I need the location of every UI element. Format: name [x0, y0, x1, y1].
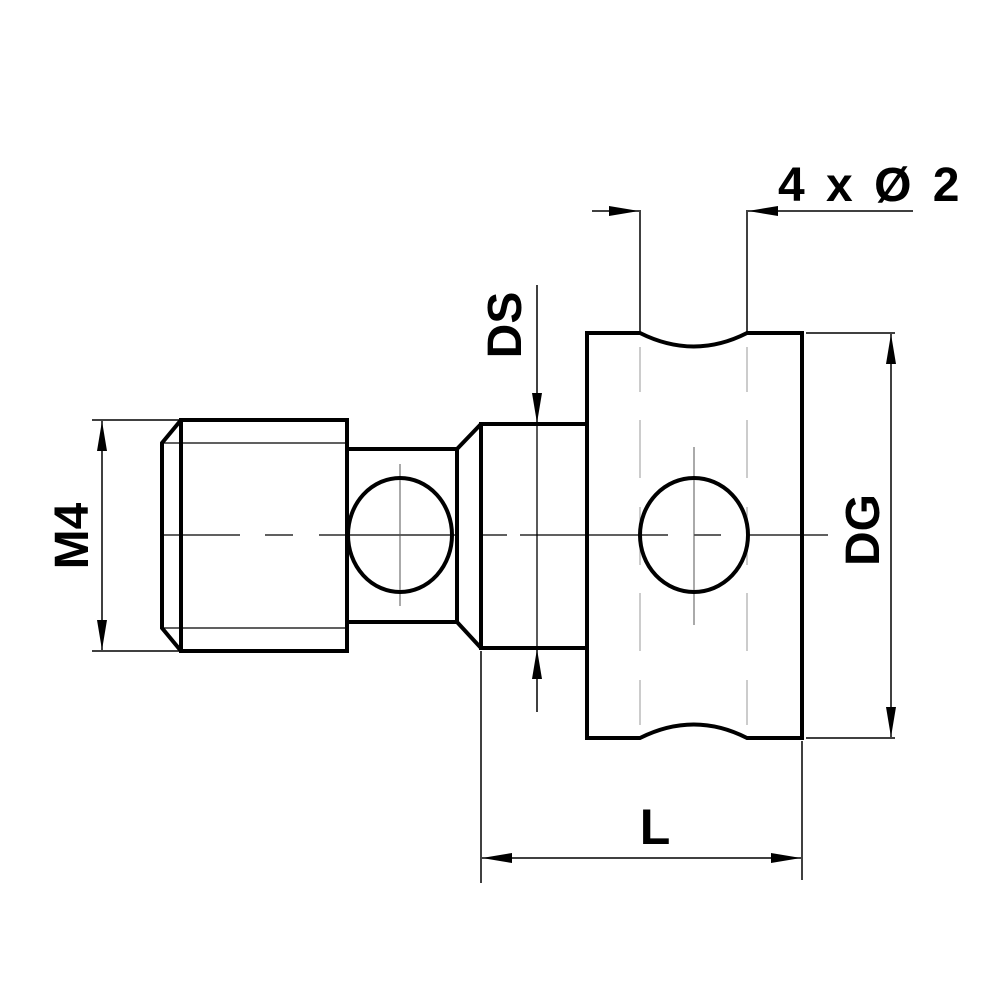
neck-cross-hole — [346, 476, 454, 594]
stem-diameter-label: DS — [479, 292, 532, 359]
hole-crosshairs — [399, 447, 695, 625]
dimension-lines — [92, 206, 913, 883]
neck — [347, 447, 459, 624]
part-outline — [160, 331, 804, 740]
thread-label: M4 — [46, 502, 99, 569]
holes-label: 4 x Ø 2 — [778, 159, 963, 212]
length-label: L — [640, 799, 671, 855]
taper — [455, 422, 483, 650]
head-cross-hole — [638, 476, 750, 594]
thread-body — [179, 418, 349, 653]
collar — [479, 422, 589, 650]
thread-minor-lines — [162, 442, 347, 629]
head-diameter-label: DG — [837, 494, 890, 566]
head — [585, 331, 804, 740]
thread-chamfer — [160, 418, 183, 653]
